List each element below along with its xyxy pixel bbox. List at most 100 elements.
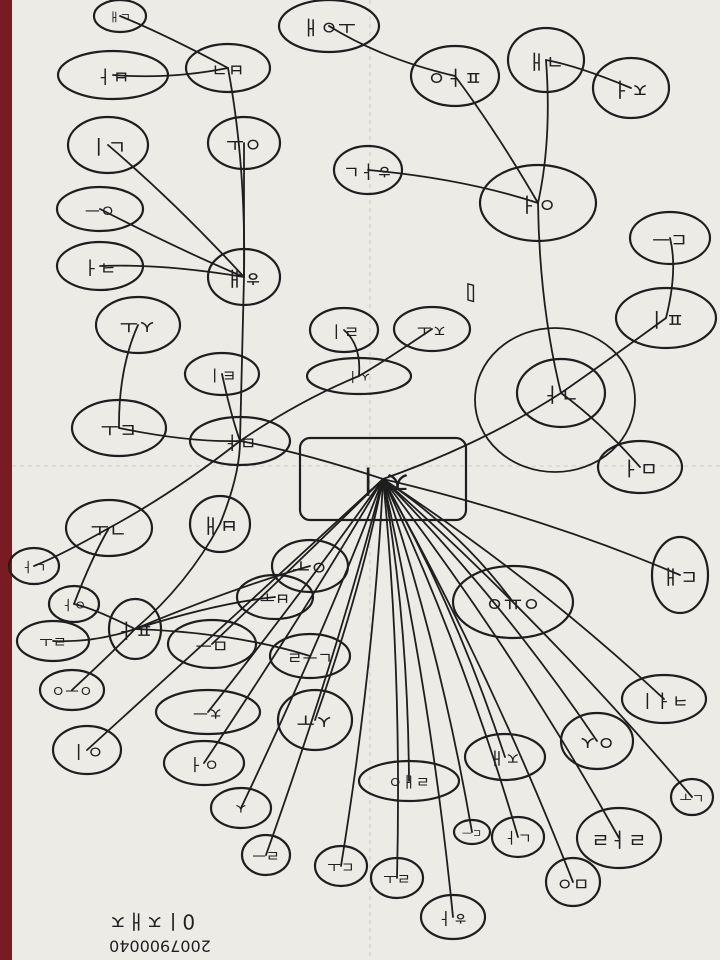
subtopic-bubble-17: ㄷㅗ bbox=[313, 844, 369, 888]
subtopic-bubble-13: ㄴㅏ bbox=[490, 815, 546, 859]
branch-line-5 bbox=[537, 59, 549, 204]
subtopic-bubble-label-4: ㅇㅛㅇ bbox=[485, 592, 540, 616]
topic-bubble-label-19: ㅌㅣ bbox=[208, 366, 237, 385]
branch-line-16 bbox=[560, 392, 641, 468]
subtopic-bubble-outline-24 bbox=[51, 724, 123, 776]
topic-bubble-outline-17 bbox=[596, 439, 684, 495]
topic-bubble-14: ㄷㅡ bbox=[628, 210, 712, 266]
subtopic-bubble-label-3: ㄴㅡㄹ bbox=[287, 648, 333, 667]
subtopic-bubble-outline-0 bbox=[38, 668, 106, 712]
topic-bubble-outline-8 bbox=[332, 144, 404, 196]
topic-bubble-outline-20 bbox=[308, 306, 380, 354]
branch-line-30 bbox=[73, 603, 136, 630]
branch-line-18 bbox=[118, 324, 139, 429]
branch-line-6 bbox=[545, 59, 632, 89]
branch-line-28 bbox=[73, 527, 110, 605]
subtopic-bubble-label-10: ㅁㅇ bbox=[556, 872, 589, 893]
lower-branch-line-12 bbox=[382, 478, 473, 833]
subtopic-bubble-outline-15 bbox=[209, 786, 273, 830]
topic-bubble-label-11: ㅇㅡ bbox=[85, 201, 115, 220]
topic-bubble-7: ㅇㅗ bbox=[206, 115, 282, 171]
lower-branch-line-23 bbox=[314, 478, 384, 721]
topic-bubble-label-27: ㄴㅏ bbox=[22, 558, 47, 574]
subtopic-bubble-outline-3 bbox=[268, 632, 352, 680]
topic-bubble-25: ㄱㅗ bbox=[64, 498, 154, 558]
subtopic-bubble-label-24: ㅇㅣ bbox=[70, 740, 103, 761]
topic-bubble-label-9: ㅇㅓ bbox=[520, 193, 557, 217]
author-id-number: 2007900040 bbox=[109, 937, 211, 956]
topic-bubble-15: ㅍㅣ bbox=[614, 286, 718, 350]
subtopic-bubble-label-13: ㄴㅏ bbox=[504, 829, 532, 847]
topic-bubble-outline-21 bbox=[392, 305, 472, 353]
subtopic-bubble-label-9: ㄹㅏㄹ bbox=[591, 828, 646, 852]
subtopic-bubble-label-6: ㅋㅓㅣ bbox=[639, 689, 689, 710]
topic-bubble-5: ㄱㅐ bbox=[506, 26, 586, 94]
topic-bubble-30: ㅍㅏ bbox=[107, 597, 163, 661]
subtopic-bubble-9: ㄹㅏㄹ bbox=[575, 806, 663, 870]
subtopic-bubble-outline-7 bbox=[669, 777, 715, 817]
branch-line-24 bbox=[239, 440, 384, 480]
paper bbox=[12, 0, 720, 960]
subtopic-bubble-6: ㅋㅓㅣ bbox=[620, 673, 708, 725]
topic-bubble-16: ㄱㅏ bbox=[515, 357, 607, 429]
branch-line-8 bbox=[367, 169, 539, 204]
lower-branch-line-2 bbox=[134, 596, 276, 630]
topic-bubble-24: ㅁㅏ bbox=[188, 415, 292, 467]
subtopic-bubble-label-15: ㅅ bbox=[234, 800, 248, 818]
topic-bubble-outline-27 bbox=[7, 546, 61, 586]
branch-line-0 bbox=[119, 15, 229, 69]
topic-bubble-label-4: ㅍㅏㅇ bbox=[427, 66, 482, 90]
topic-bubble-outline-3 bbox=[277, 0, 381, 54]
branch-line-1 bbox=[112, 67, 229, 78]
branch-line-10 bbox=[107, 144, 245, 278]
subtopic-bubble-20: ㅁㅡ bbox=[166, 618, 258, 670]
subtopic-bubble-outline-18 bbox=[369, 856, 425, 900]
lower-branch-line-14 bbox=[382, 478, 410, 782]
topic-bubble-outline-24 bbox=[188, 415, 292, 467]
topic-bubble-outline-13 bbox=[206, 247, 282, 307]
branch-line-12 bbox=[99, 264, 245, 278]
topic-bubble-20: ㄹㅣ bbox=[308, 306, 380, 354]
topic-bubble-label-23: ㄷㅗ bbox=[101, 418, 138, 442]
subtopic-bubble-outline-5 bbox=[650, 535, 710, 615]
topic-bubble-outline-26 bbox=[188, 494, 252, 554]
topic-bubble-outline-4 bbox=[409, 44, 501, 108]
topic-bubble-outline-9 bbox=[478, 163, 598, 243]
central-topic-label: ㅈㅣ bbox=[354, 462, 413, 500]
topic-bubble-outline-2 bbox=[56, 49, 170, 101]
subtopic-bubble-15: ㅅ bbox=[209, 786, 273, 830]
topic-bubble-outline-0 bbox=[92, 0, 148, 34]
topic-bubble-outline-30 bbox=[107, 597, 163, 661]
subtopic-bubble-label-21: ㅊㅡ bbox=[193, 704, 223, 723]
topic-bubble-label-25: ㄱㅗ bbox=[91, 518, 128, 542]
topic-bubble-label-29: ㄹㅗ bbox=[39, 633, 67, 651]
subtopic-bubble-outline-10 bbox=[544, 856, 602, 908]
topic-bubble-outline-23 bbox=[70, 398, 168, 458]
subtopic-bubble-16: ㄹㅡ bbox=[240, 833, 292, 877]
topic-bubble-label-24: ㅁㅏ bbox=[223, 431, 256, 452]
topic-bubble-21: ㅈㅗ bbox=[392, 305, 472, 353]
subtopic-bubble-3: ㄴㅡㄹ bbox=[268, 632, 352, 680]
topic-bubble-label-14: ㄷㅡ bbox=[652, 228, 688, 251]
topic-bubble-outline-18 bbox=[94, 295, 182, 355]
topic-bubble-26: ㅂㅐ bbox=[188, 494, 252, 554]
subtopic-bubble-12: ㄷㅡ bbox=[452, 818, 492, 846]
subtopic-bubble-label-18: ㄹㅗ bbox=[383, 870, 411, 888]
topic-bubble-0: ㄴㅐ bbox=[92, 0, 148, 34]
subtopic-bubble-label-2: ㅂㅜ bbox=[260, 589, 290, 608]
lower-branch-line-1 bbox=[134, 565, 311, 630]
topic-bubble-outline-1 bbox=[184, 42, 272, 94]
topic-bubble-label-17: ㅁㅓ bbox=[622, 457, 658, 480]
branch-line-20 bbox=[343, 329, 361, 377]
topic-bubble-outline-28 bbox=[47, 584, 101, 624]
topic-bubble-23: ㄷㅗ bbox=[70, 398, 168, 458]
topic-bubbles: ㄴㅐㅂㄱㅂㅏㅗㅇㅐㅍㅏㅇㄱㅐㅈㅓㅇㅗㅎㅏㄴㅇㅓㄴㅣㅇㅡㅋㅓㅎㅐㄷㅡㅍㅣㄱㅏㅁㅓㅅ… bbox=[7, 0, 718, 941]
lower-branch-line-17 bbox=[340, 478, 384, 867]
lower-branch-line-6 bbox=[382, 478, 665, 700]
subtopic-bubble-1: ㅇㅜ bbox=[270, 538, 350, 594]
topic-bubble-label-8: ㅎㅏㄴ bbox=[343, 160, 393, 181]
subtopic-bubble-outline-1 bbox=[270, 538, 350, 594]
branch-line-19 bbox=[221, 373, 241, 442]
